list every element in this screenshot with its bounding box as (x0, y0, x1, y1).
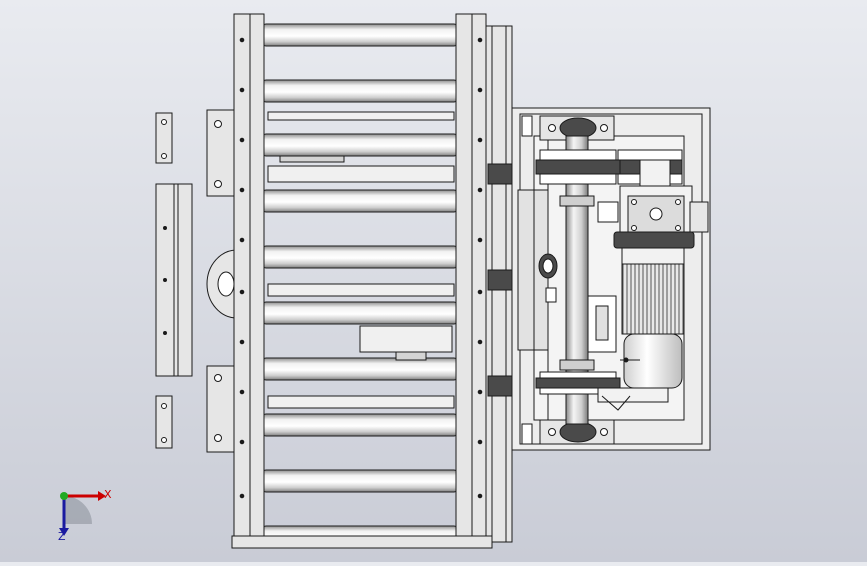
roller-3[interactable] (261, 133, 459, 157)
drive-shaft[interactable] (559, 135, 595, 425)
axis-triad-graphic (59, 491, 106, 536)
triad-shadow (64, 496, 92, 524)
origin-icon (60, 492, 68, 500)
x-axis-label: X (104, 488, 112, 501)
mounting-bracket-bottom[interactable] (206, 365, 238, 453)
roller-7[interactable] (261, 357, 459, 381)
bracket-plate[interactable] (545, 287, 617, 353)
sprocket-top-left[interactable] (535, 149, 621, 185)
bearing-block-bottom[interactable] (539, 419, 615, 445)
frame-left-rail[interactable] (233, 13, 265, 549)
roller-4[interactable] (261, 189, 459, 213)
left-small-plate-top[interactable] (155, 112, 173, 164)
x-axis-arrowhead (98, 491, 106, 501)
motor-clamp[interactable] (613, 231, 695, 249)
cross-member-top[interactable] (267, 111, 455, 183)
coordinate-triad: X Z (40, 478, 120, 548)
left-long-rail[interactable] (155, 183, 193, 377)
roller-2[interactable] (261, 79, 459, 103)
roller-5[interactable] (261, 245, 459, 269)
center-hub[interactable] (206, 249, 238, 319)
roller-6[interactable] (261, 301, 459, 325)
motor-foot[interactable] (597, 387, 669, 411)
roller-9[interactable] (261, 469, 459, 493)
shaft-collar[interactable] (538, 253, 558, 279)
frame-bottom-base[interactable] (231, 535, 493, 549)
motor-body[interactable] (620, 333, 683, 389)
z-axis-arrowhead (59, 528, 69, 536)
left-small-plate-bottom[interactable] (155, 395, 173, 449)
cross-member-bottom[interactable] (267, 283, 455, 409)
z-axis-label: Z (58, 530, 66, 543)
motor-fan-housing[interactable] (621, 247, 685, 335)
roller-1[interactable] (261, 23, 459, 47)
roller-8[interactable] (261, 413, 459, 437)
frame-right-rail[interactable] (455, 13, 487, 549)
mounting-bracket-top[interactable] (206, 109, 238, 197)
